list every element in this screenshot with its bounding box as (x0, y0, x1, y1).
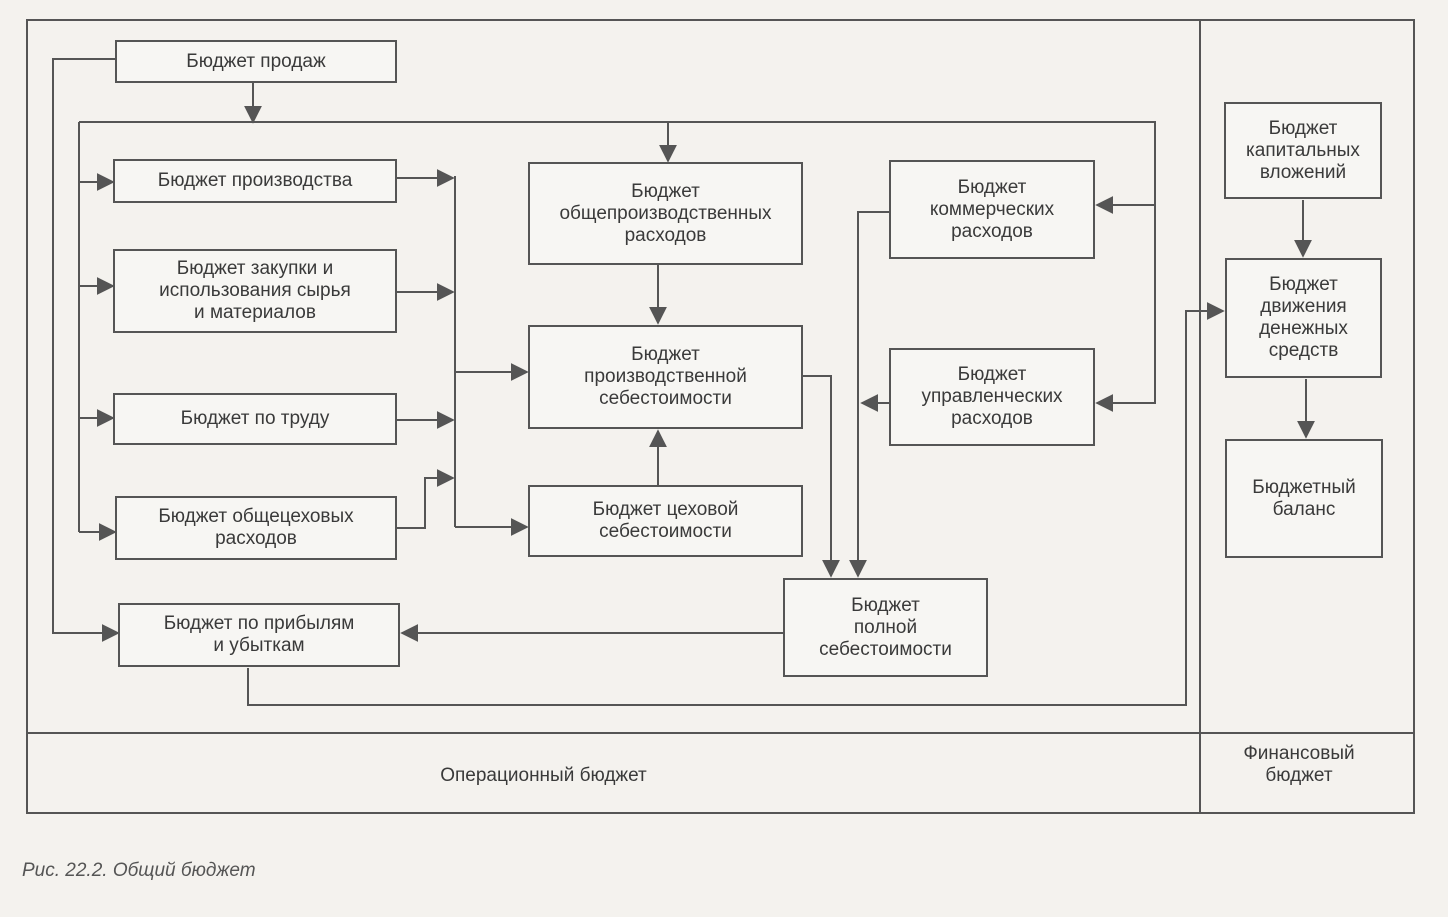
top-bus-to-admin (79, 121, 1156, 412)
box-balance-budget: Бюджетный баланс (1225, 439, 1383, 558)
box-shop-overhead-budget: Бюджет общецеховых расходов (115, 496, 397, 560)
arrow-commercial-to-full (849, 211, 889, 578)
box-purchases-budget: Бюджет закупки и использования сырья и м… (113, 249, 397, 333)
arrow-shop-overhead-out (397, 469, 455, 529)
box-administrative-budget: Бюджет управленческих расходов (889, 348, 1095, 446)
box-shop-cost-budget: Бюджет цеховой себестоимости (528, 485, 803, 557)
box-profit-loss-budget: Бюджет по прибылям и убыткам (118, 603, 400, 667)
arrow-profit-to-cashflow (247, 302, 1225, 706)
box-sales-budget: Бюджет продаж (115, 40, 397, 83)
box-full-cost-budget: Бюджет полной себестоимости (783, 578, 988, 677)
box-capital-budget: Бюджет капитальных вложений (1224, 102, 1382, 199)
box-general-overhead-budget: Бюджет общепроизводственных расходов (528, 162, 803, 265)
box-production-cost-budget: Бюджет производственной себестоимости (528, 325, 803, 429)
box-cash-flow-budget: Бюджет движения денежных средств (1225, 258, 1382, 378)
box-production-budget: Бюджет производства (113, 159, 397, 203)
section-label-financial: Финансовый бюджет (1243, 743, 1355, 786)
outer-frame (26, 19, 1415, 814)
arrow-sales-to-profit (52, 58, 120, 642)
box-commercial-budget: Бюджет коммерческих расходов (889, 160, 1095, 259)
box-labor-budget: Бюджет по труду (113, 393, 397, 445)
arrow-production-cost-to-full (803, 375, 840, 578)
section-label-operational: Операционный бюджет (440, 765, 647, 786)
figure-caption: Рис. 22.2. Общий бюджет (22, 860, 256, 881)
